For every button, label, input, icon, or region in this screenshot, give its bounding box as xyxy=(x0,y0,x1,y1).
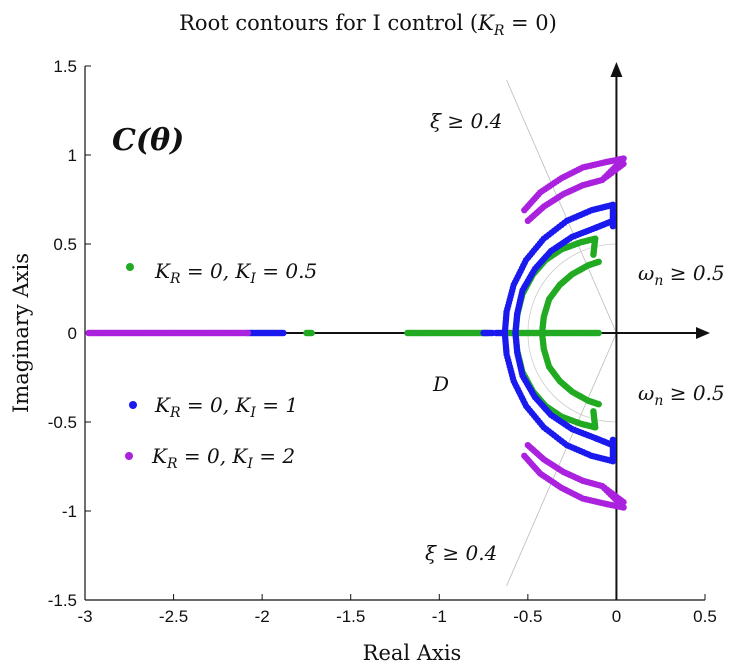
point-k-r-0-k-i-0-5 xyxy=(595,258,602,265)
x-tick-label: 0 xyxy=(612,607,621,626)
point-k-r-0-k-i-0-5 xyxy=(590,251,597,258)
point-k-r-0-k-i-0-5 xyxy=(308,329,315,337)
point-k-r-0-k-i-2 xyxy=(599,482,606,490)
point-k-r-0-k-i-0-5 xyxy=(595,329,602,337)
y-tick-label: -0.5 xyxy=(48,413,77,432)
x-tick-label: 0.5 xyxy=(693,607,717,626)
wn-label-bottom: ωn ≥ 0.5 xyxy=(638,381,725,409)
y-ticks: 1.5 1 0.5 0 -0.5 -1 -1.5 xyxy=(48,57,91,610)
damping-ratio-line xyxy=(506,79,617,334)
y-tick-label: 1.5 xyxy=(53,57,77,76)
xi-label-top: ξ ≥ 0.4 xyxy=(430,109,502,133)
x-tick-label: -2 xyxy=(255,607,270,626)
x-tick-label: -0.5 xyxy=(513,607,542,626)
y-tick-label: -1.5 xyxy=(48,591,77,610)
y-tick-label: 0.5 xyxy=(53,235,77,254)
legend-entry-ki-1: KR = 0, KI = 1 xyxy=(154,393,298,421)
domain-label-d: D xyxy=(432,372,449,396)
y-tick-label: -1 xyxy=(62,502,77,521)
x-tick-label: -2.5 xyxy=(159,607,188,626)
x-ticks: -3 -2.5 -2 -1.5 -1 -0.5 0 0.5 xyxy=(77,594,717,626)
x-tick-label: -1 xyxy=(432,607,447,626)
real-axis-arrow xyxy=(696,327,710,339)
point-k-r-0-k-i-1 xyxy=(609,223,617,230)
y-axis-label: Imaginary Axis xyxy=(9,253,33,413)
point-k-r-0-k-i-1 xyxy=(280,329,287,337)
point-k-r-0-k-i-2 xyxy=(244,329,252,337)
legend-marker-ki-1 xyxy=(129,401,137,409)
point-k-r-0-k-i-1 xyxy=(609,436,617,443)
chart-title: Root contours for I control (KR = 0) xyxy=(179,11,557,39)
x-tick-label: -1.5 xyxy=(336,607,365,626)
legend: KR = 0, KI = 0.5 KR = 0, KI = 1 KR = 0, … xyxy=(125,259,317,472)
y-tick-label: 0 xyxy=(68,324,77,343)
imag-axis-arrow xyxy=(610,62,623,77)
legend-entry-ki-0.5: KR = 0, KI = 0.5 xyxy=(154,259,317,287)
legend-entry-ki-2: KR = 0, KI = 2 xyxy=(151,444,295,472)
point-k-r-0-k-i-0-5 xyxy=(595,401,602,408)
y-tick-label: 1 xyxy=(68,146,77,165)
legend-marker-ki-2 xyxy=(125,452,133,460)
point-k-r-0-k-i-2 xyxy=(599,176,606,184)
x-tick-label: -3 xyxy=(77,607,92,626)
point-k-r-0-k-i-0-5 xyxy=(590,408,597,415)
damping-ratio-line xyxy=(506,332,617,587)
data-points xyxy=(85,155,627,511)
x-axis-label: Real Axis xyxy=(363,641,462,665)
wn-label-top: ωn ≥ 0.5 xyxy=(638,261,725,289)
region-label-c-theta: C(θ) xyxy=(112,123,184,158)
xi-label-bottom: ξ ≥ 0.4 xyxy=(425,541,497,565)
legend-marker-ki-0.5 xyxy=(126,263,134,271)
